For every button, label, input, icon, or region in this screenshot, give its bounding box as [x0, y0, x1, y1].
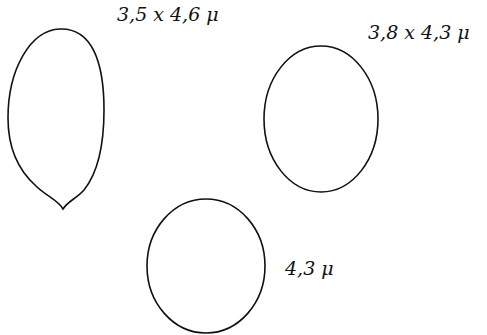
spore-outline — [8, 29, 104, 209]
spore-outline — [147, 199, 265, 333]
dimension-label: 3,5 x 4,6 μ — [117, 4, 219, 25]
dimension-label: 4,3 μ — [285, 258, 334, 279]
dimension-label: 3,8 x 4,3 μ — [368, 22, 470, 43]
spore-outline — [264, 46, 378, 192]
